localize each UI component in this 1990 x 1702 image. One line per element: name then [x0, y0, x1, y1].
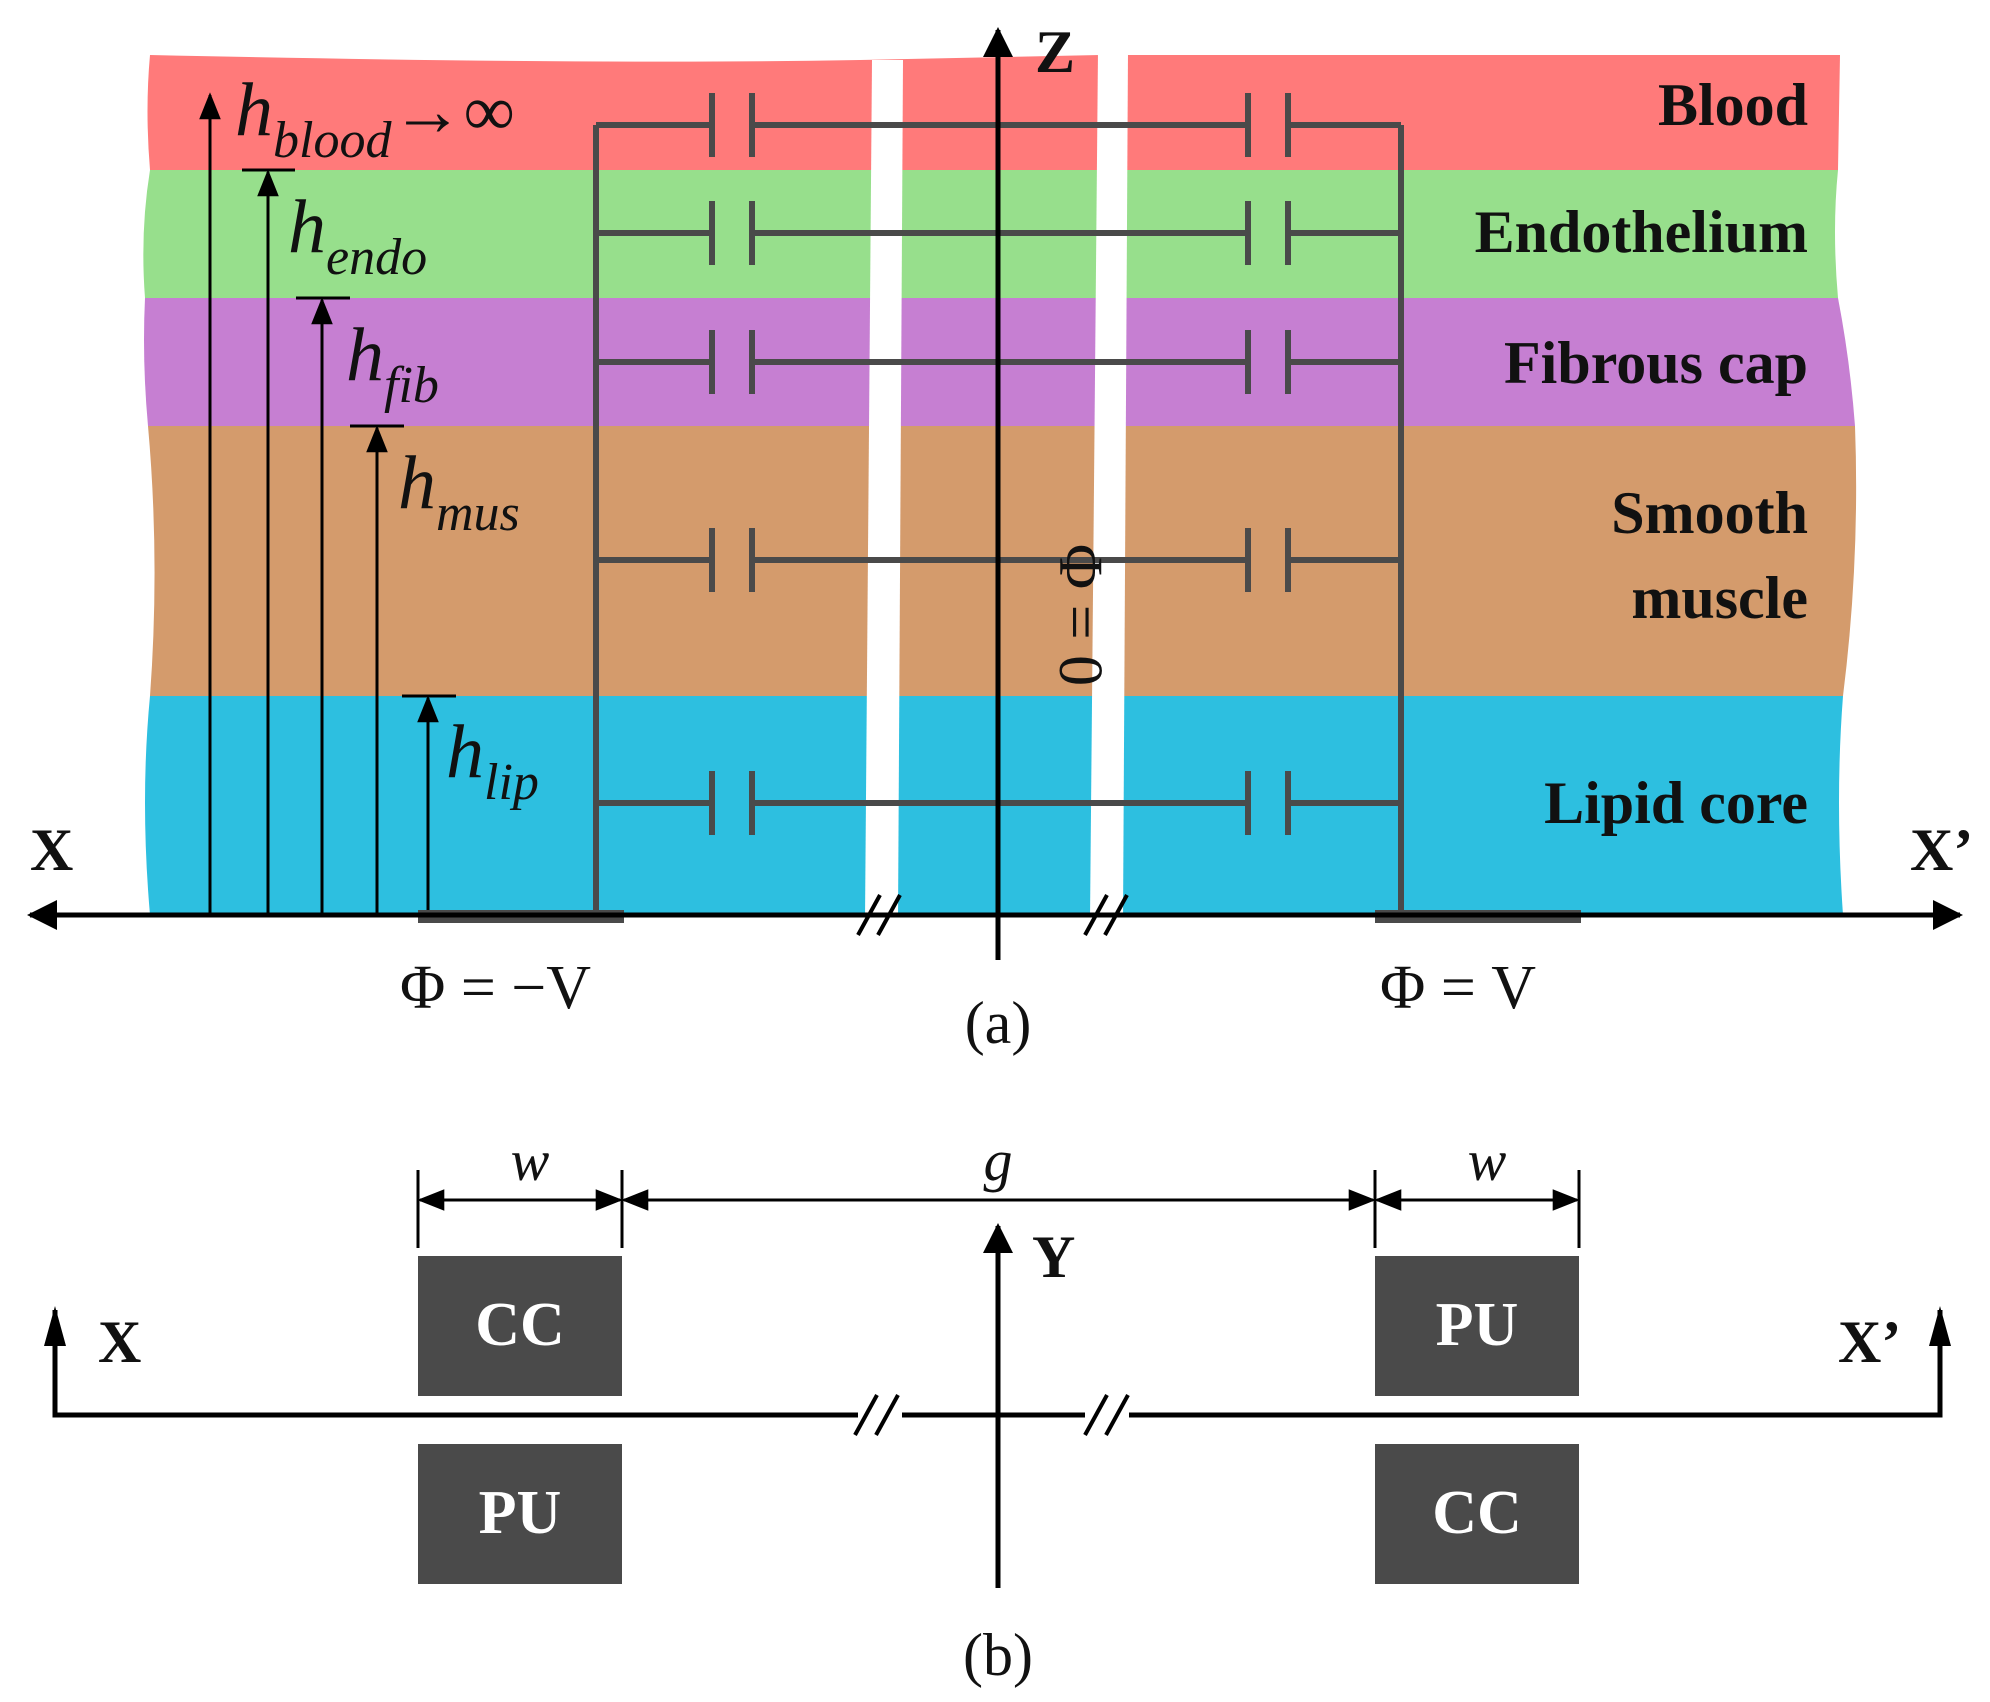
- dim-w-left-label: w: [511, 1128, 550, 1193]
- panel-b: w g w CC PU PU CC Y X X’: [44, 1128, 1951, 1688]
- potential-center: Φ = 0: [1046, 544, 1114, 686]
- axis-break-gap-left: [865, 60, 903, 920]
- dim-g-label: g: [984, 1128, 1013, 1193]
- x-axis-right-label-b: X’: [1838, 1309, 1901, 1375]
- label-h-blood: hblood→∞: [235, 68, 515, 169]
- capacitor-network: [593, 93, 1404, 918]
- electrode-br-label: CC: [1432, 1479, 1522, 1547]
- axis-break-gap-right: [1090, 50, 1128, 920]
- label-lipid-core: Lipid core: [1544, 770, 1808, 836]
- y-axis-label: Y: [1032, 1224, 1075, 1290]
- x-axis-left-label-a: X: [30, 817, 73, 883]
- electrode-tl: CC: [418, 1256, 622, 1396]
- electrode-br: CC: [1375, 1444, 1579, 1584]
- label-h-lip: hlip: [446, 710, 539, 811]
- label-fibrous-cap: Fibrous cap: [1504, 330, 1808, 396]
- x-axis-b: [52, 1310, 1943, 1418]
- z-axis-label: Z: [1035, 19, 1075, 85]
- potential-left: Φ = −V: [400, 954, 591, 1022]
- electrode-bl: PU: [418, 1444, 622, 1584]
- caption-a: (a): [965, 990, 1032, 1056]
- potential-right: Φ = V: [1380, 954, 1536, 1022]
- electrode-tr-label: PU: [1436, 1291, 1519, 1359]
- axis-break-marks-a: [856, 894, 1129, 936]
- dimension-lines: [416, 1170, 1581, 1248]
- height-arrows: [199, 92, 456, 915]
- label-h-endo: hendo: [288, 185, 427, 286]
- axis-break-marks-b: [853, 1394, 1130, 1436]
- electrode-bl-label: PU: [479, 1479, 562, 1547]
- x-axis-left-label-b: X: [98, 1309, 141, 1375]
- label-endothelium: Endothelium: [1475, 199, 1808, 265]
- x-axis-b-left-arrowhead: [44, 1306, 66, 1346]
- caption-b: (b): [963, 1622, 1033, 1688]
- panel-a: Blood Endothelium Fibrous cap Smooth mus…: [26, 19, 1973, 1056]
- x-axis-b-right-arrowhead: [1929, 1306, 1951, 1346]
- label-h-mus: hmus: [398, 441, 520, 542]
- electrode-tr: PU: [1375, 1256, 1579, 1396]
- label-blood: Blood: [1658, 72, 1808, 138]
- label-smooth: Smooth: [1611, 480, 1808, 546]
- label-h-fib: hfib: [346, 313, 439, 414]
- layer-blood: [147, 55, 1840, 170]
- electrode-tl-label: CC: [475, 1291, 565, 1359]
- label-muscle: muscle: [1631, 565, 1808, 631]
- dim-w-right-label: w: [1468, 1128, 1507, 1193]
- x-axis-right-label-a: X’: [1910, 817, 1973, 883]
